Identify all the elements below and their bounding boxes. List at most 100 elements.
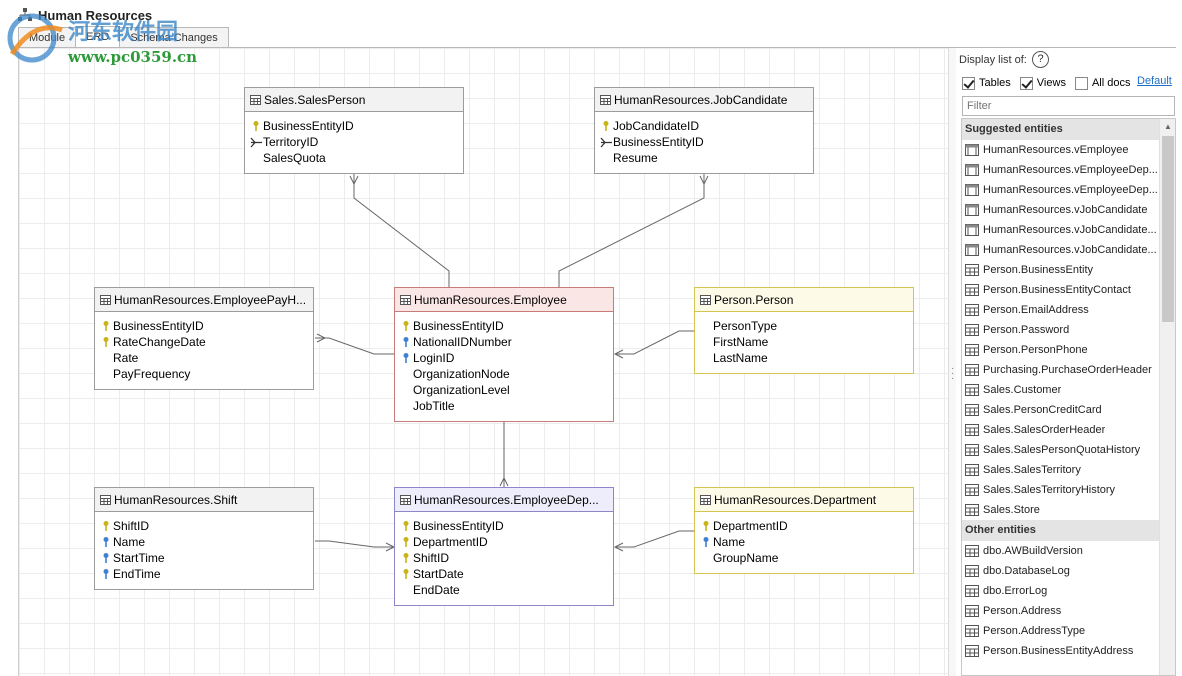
entity-employee[interactable]: HumanResources.Employee BusinessEntityID…: [394, 287, 614, 422]
list-item[interactable]: HumanResources.vEmployeeDep...: [962, 160, 1159, 180]
entity-header[interactable]: Person.Person: [695, 288, 913, 312]
field-row[interactable]: BusinessEntityID: [395, 518, 613, 534]
field-row[interactable]: TerritoryID: [245, 134, 463, 150]
list-item[interactable]: Sales.PersonCreditCard: [962, 400, 1159, 420]
erd-canvas[interactable]: Sales.SalesPerson BusinessEntityID Terri…: [18, 48, 948, 676]
field-row[interactable]: ShiftID: [395, 550, 613, 566]
list-item[interactable]: Person.BusinessEntityContact: [962, 280, 1159, 300]
list-item[interactable]: HumanResources.vJobCandidate: [962, 200, 1159, 220]
field-row[interactable]: Rate: [95, 350, 313, 366]
checkbox-box[interactable]: [962, 76, 975, 90]
entity-department[interactable]: HumanResources.Department DepartmentID N…: [694, 487, 914, 574]
field-row[interactable]: LoginID: [395, 350, 613, 366]
list-scrollbar[interactable]: ▲: [1159, 119, 1175, 675]
list-item[interactable]: Sales.Store: [962, 500, 1159, 520]
field-row[interactable]: BusinessEntityID: [95, 318, 313, 334]
field-row[interactable]: SalesQuota: [245, 150, 463, 166]
list-item[interactable]: Person.EmailAddress: [962, 300, 1159, 320]
field-name: OrganizationNode: [413, 367, 510, 381]
field-row[interactable]: DepartmentID: [695, 518, 913, 534]
tab-erd[interactable]: ERD: [75, 26, 121, 48]
field-row[interactable]: StartTime: [95, 550, 313, 566]
tab-module[interactable]: Module: [18, 27, 77, 48]
views-checkbox[interactable]: Views: [1019, 76, 1066, 90]
field-row[interactable]: OrganizationLevel: [395, 382, 613, 398]
field-row[interactable]: BusinessEntityID: [395, 318, 613, 334]
entity-header[interactable]: HumanResources.EmployeePayH...: [95, 288, 313, 312]
field-row[interactable]: GroupName: [695, 550, 913, 566]
scroll-up-icon[interactable]: ▲: [1164, 122, 1172, 131]
field-row[interactable]: BusinessEntityID: [595, 134, 813, 150]
list-item-label: Sales.Customer: [983, 384, 1062, 396]
entity-header[interactable]: HumanResources.Employee: [395, 288, 613, 312]
entity-jobcandidate[interactable]: HumanResources.JobCandidate JobCandidate…: [594, 87, 814, 174]
tab-schema-changes[interactable]: Schema Changes: [119, 27, 229, 48]
field-row[interactable]: JobCandidateID: [595, 118, 813, 134]
field-row[interactable]: DepartmentID: [395, 534, 613, 550]
list-item[interactable]: Sales.SalesTerritoryHistory: [962, 480, 1159, 500]
default-link[interactable]: Default: [1137, 75, 1172, 87]
entity-header[interactable]: HumanResources.EmployeeDep...: [395, 488, 613, 512]
all-docs-checkbox[interactable]: All docs: [1074, 76, 1130, 90]
table-icon: [400, 494, 411, 505]
list-item-label: Person.BusinessEntityContact: [983, 284, 1131, 296]
list-item[interactable]: Person.Password: [962, 320, 1159, 340]
list-item[interactable]: dbo.AWBuildVersion: [962, 541, 1159, 561]
field-row[interactable]: PayFrequency: [95, 366, 313, 382]
filter-input[interactable]: [962, 96, 1175, 116]
entity-title: HumanResources.JobCandidate: [614, 92, 788, 107]
field-row[interactable]: FirstName: [695, 334, 913, 350]
list-item[interactable]: HumanResources.vEmployeeDep...: [962, 180, 1159, 200]
help-icon[interactable]: ?: [1032, 51, 1049, 68]
list-item[interactable]: dbo.ErrorLog: [962, 581, 1159, 601]
list-item[interactable]: HumanResources.vJobCandidate...: [962, 240, 1159, 260]
field-row[interactable]: StartDate: [395, 566, 613, 582]
checkbox-box[interactable]: [1019, 76, 1033, 90]
field-name: GroupName: [713, 551, 779, 565]
field-row[interactable]: ShiftID: [95, 518, 313, 534]
entity-header[interactable]: Sales.SalesPerson: [245, 88, 463, 112]
field-row[interactable]: RateChangeDate: [95, 334, 313, 350]
field-row[interactable]: NationalIDNumber: [395, 334, 613, 350]
list-item[interactable]: Person.Address: [962, 601, 1159, 621]
field-row[interactable]: OrganizationNode: [395, 366, 613, 382]
entity-sales-salesperson[interactable]: Sales.SalesPerson BusinessEntityID Terri…: [244, 87, 464, 174]
field-row[interactable]: Name: [695, 534, 913, 550]
entity-header[interactable]: HumanResources.Shift: [95, 488, 313, 512]
field-row[interactable]: Resume: [595, 150, 813, 166]
list-item[interactable]: Person.BusinessEntity: [962, 260, 1159, 280]
tables-checkbox[interactable]: Tables: [962, 76, 1011, 90]
list-item[interactable]: HumanResources.vJobCandidate...: [962, 220, 1159, 240]
crowfoot-person: [613, 349, 624, 359]
field-row[interactable]: PersonType: [695, 318, 913, 334]
list-item[interactable]: Sales.SalesOrderHeader: [962, 420, 1159, 440]
list-item[interactable]: Person.PersonPhone: [962, 340, 1159, 360]
field-row[interactable]: EndTime: [95, 566, 313, 582]
entity-header[interactable]: HumanResources.JobCandidate: [595, 88, 813, 112]
checkbox-box[interactable]: [1074, 76, 1088, 90]
entity-list[interactable]: Suggested entities HumanResources.vEmplo…: [961, 118, 1176, 676]
entity-person[interactable]: Person.Person PersonType FirstName LastN…: [694, 287, 914, 374]
splitter-grip-icon[interactable]: ···: [951, 363, 955, 384]
display-options: Tables Views All docs: [962, 75, 1176, 91]
entity-employee-department-history[interactable]: HumanResources.EmployeeDep... BusinessEn…: [394, 487, 614, 606]
field-row[interactable]: BusinessEntityID: [245, 118, 463, 134]
list-item[interactable]: Person.AddressType: [962, 621, 1159, 641]
scroll-thumb[interactable]: [1162, 136, 1174, 322]
field-row[interactable]: Name: [95, 534, 313, 550]
list-item[interactable]: dbo.DatabaseLog: [962, 561, 1159, 581]
entity-shift[interactable]: HumanResources.Shift ShiftID Name StartT…: [94, 487, 314, 590]
list-item[interactable]: Sales.SalesTerritory: [962, 460, 1159, 480]
list-item[interactable]: HumanResources.vEmployee: [962, 140, 1159, 160]
entity-header[interactable]: HumanResources.Department: [695, 488, 913, 512]
field-row[interactable]: LastName: [695, 350, 913, 366]
field-row[interactable]: EndDate: [395, 582, 613, 598]
entity-employee-pay-history[interactable]: HumanResources.EmployeePayH... BusinessE…: [94, 287, 314, 390]
panel-splitter[interactable]: ···: [948, 48, 956, 676]
list-item[interactable]: Sales.Customer: [962, 380, 1159, 400]
list-item[interactable]: Purchasing.PurchaseOrderHeader: [962, 360, 1159, 380]
list-item[interactable]: Person.BusinessEntityAddress: [962, 641, 1159, 661]
entity-title: Sales.SalesPerson: [264, 92, 366, 107]
field-row[interactable]: JobTitle: [395, 398, 613, 414]
list-item[interactable]: Sales.SalesPersonQuotaHistory: [962, 440, 1159, 460]
